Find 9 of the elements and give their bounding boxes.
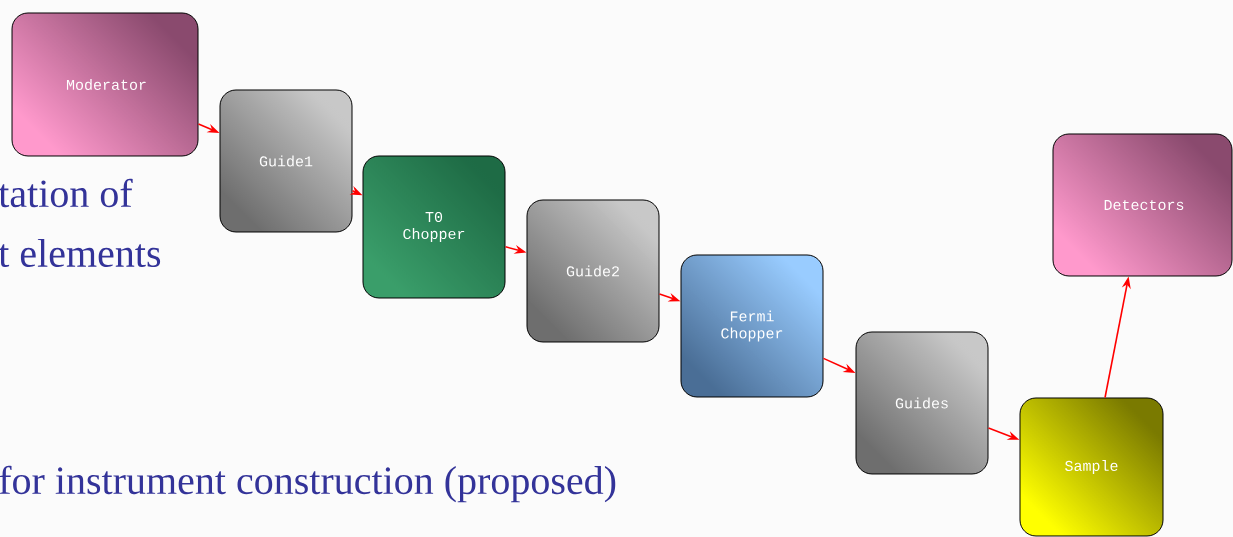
component-box: Moderator <box>11 12 199 157</box>
component-box: Guide1 <box>219 89 353 233</box>
component-box: T0 Chopper <box>362 155 506 299</box>
component-box: Fermi Chopper <box>680 254 824 398</box>
component-box: Detectors <box>1052 133 1233 277</box>
component-box: Guides <box>855 331 989 475</box>
component-box: Sample <box>1019 397 1164 537</box>
component-box: Guide2 <box>526 199 660 343</box>
slide-text: for instrument construction (proposed) <box>0 465 616 503</box>
